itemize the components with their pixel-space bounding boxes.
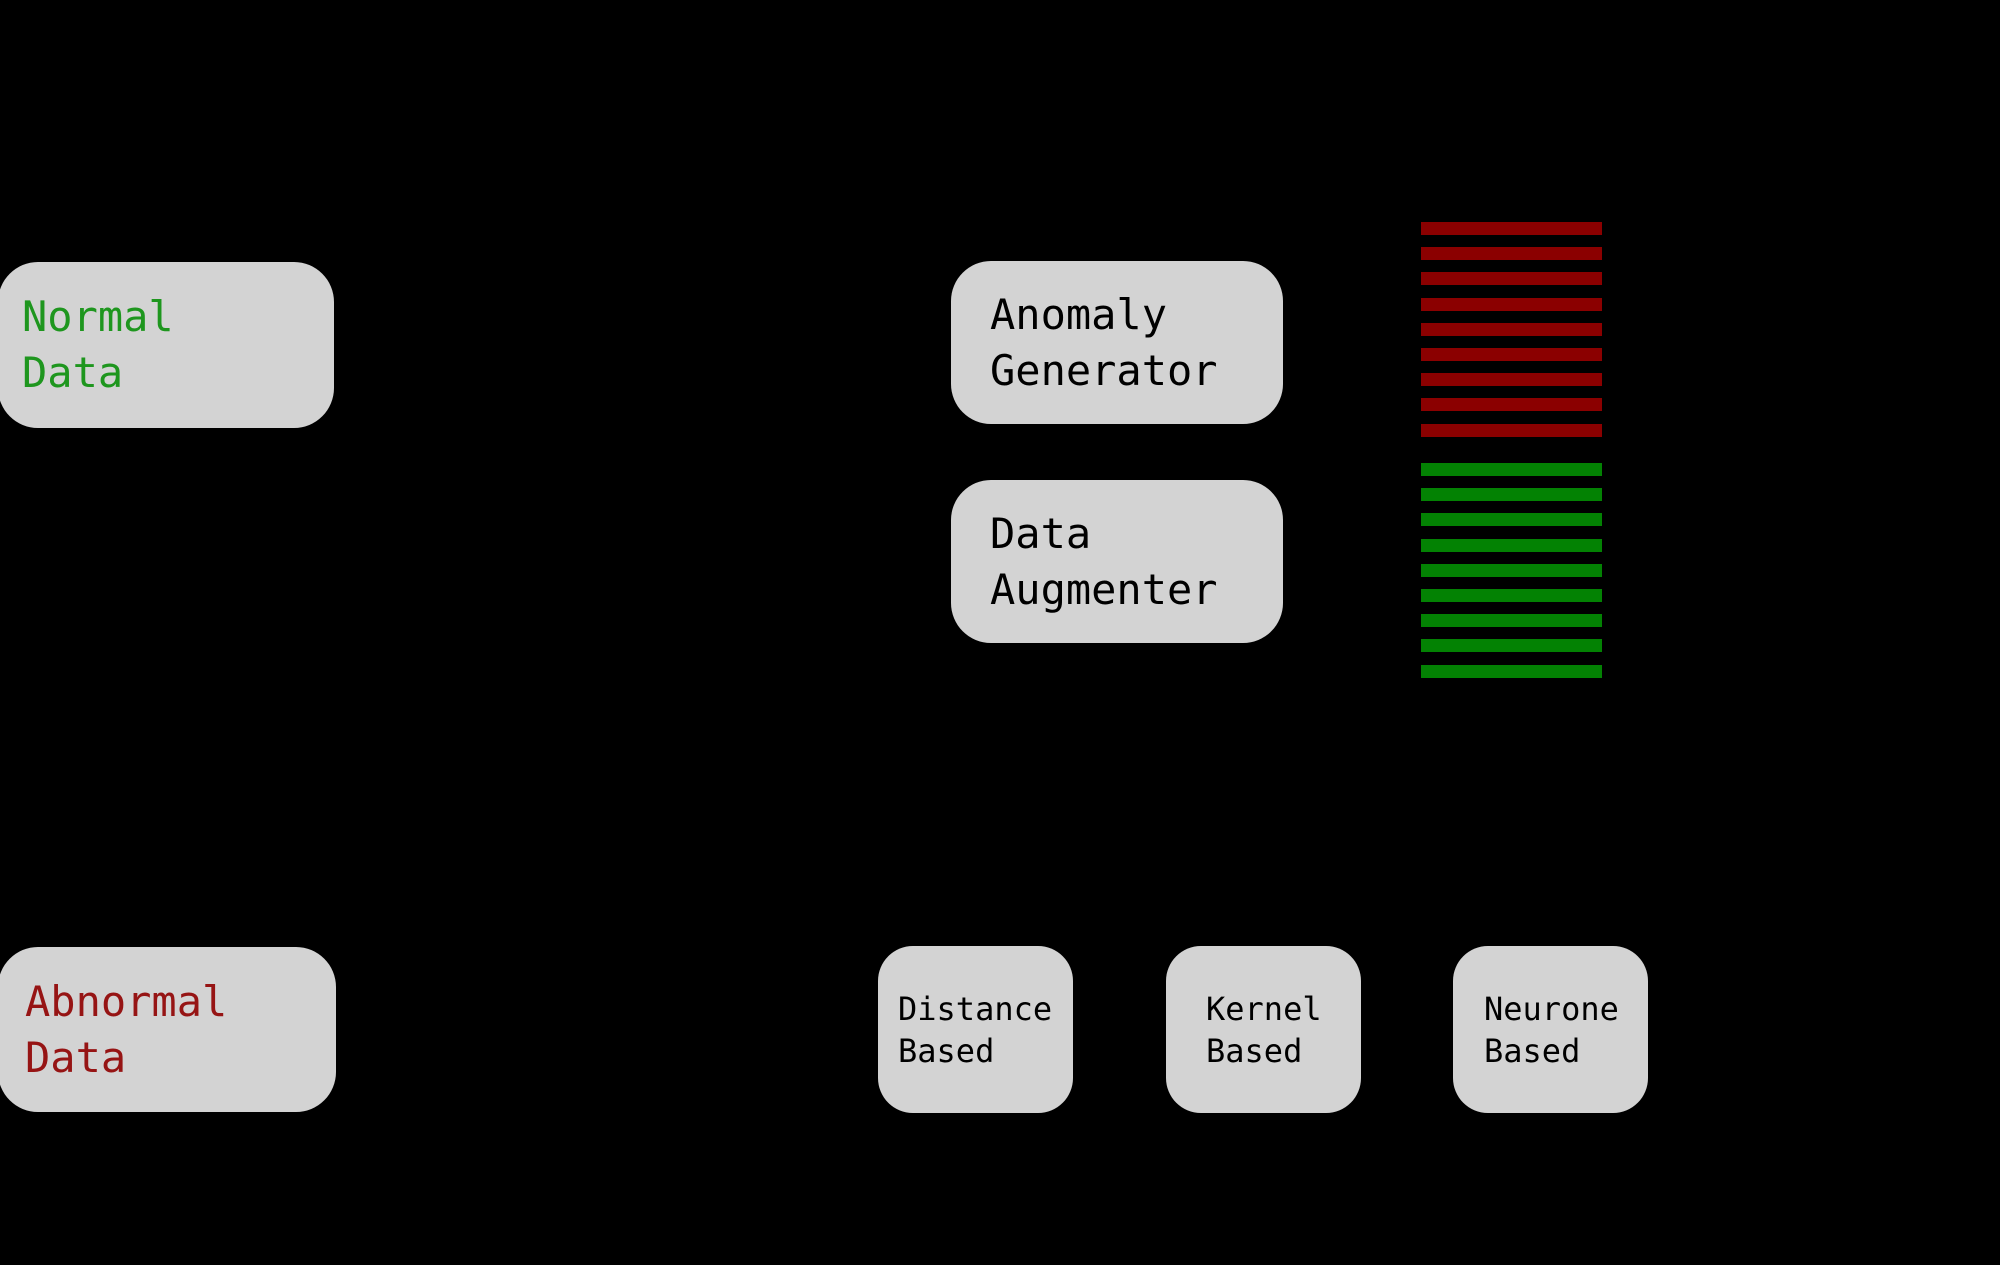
- data-row-stripe: [1421, 222, 1602, 235]
- data-row-stripe: [1421, 513, 1602, 527]
- neurone-based-label-line1: Neurone: [1484, 989, 1619, 1028]
- normal-data-label-line1: Normal: [22, 292, 174, 341]
- data-row-stripe: [1421, 322, 1602, 336]
- kernel-based-label-line1: Kernel: [1206, 989, 1322, 1028]
- kernel-based-label-line2: Based: [1206, 1031, 1303, 1070]
- data-row-stripe: [1421, 373, 1602, 387]
- abnormal-data-node: Abnormal Data: [0, 947, 336, 1112]
- data-row-stripe: [1421, 589, 1602, 602]
- data-augmenter-node: Data Augmenter: [951, 480, 1283, 643]
- distance-based-node: Distance Based: [878, 946, 1073, 1113]
- abnormal-data-label-line2: Data: [25, 1032, 127, 1082]
- data-row-stripe: [1421, 297, 1602, 311]
- distance-based-label-line2: Based: [898, 1031, 995, 1070]
- neurone-based-node: Neurone Based: [1453, 946, 1648, 1113]
- data-row-stripe: [1421, 639, 1602, 653]
- data-row-stripe: [1421, 563, 1602, 577]
- normal-data-rows: [1421, 463, 1602, 678]
- data-augmenter-label-line1: Data: [990, 508, 1092, 558]
- anomaly-generator-node: Anomaly Generator: [951, 261, 1283, 424]
- data-row-stripe: [1421, 423, 1602, 437]
- normal-data-label-line2: Data: [22, 348, 124, 397]
- data-row-stripe: [1421, 463, 1602, 476]
- data-row-stripe: [1421, 247, 1602, 261]
- data-row-stripe: [1421, 398, 1602, 412]
- data-row-stripe: [1421, 664, 1602, 678]
- anomaly-generator-label-line2: Generator: [990, 345, 1218, 395]
- data-row-stripe: [1421, 272, 1602, 286]
- abnormal-data-label-line1: Abnormal: [25, 976, 228, 1026]
- data-row-stripe: [1421, 538, 1602, 552]
- kernel-based-node: Kernel Based: [1166, 946, 1361, 1113]
- distance-based-label-line1: Distance: [898, 989, 1053, 1028]
- data-row-stripe: [1421, 488, 1602, 502]
- abnormal-data-rows: [1421, 222, 1602, 437]
- anomaly-generator-label-line1: Anomaly: [990, 289, 1168, 339]
- neurone-based-label-line2: Based: [1484, 1031, 1581, 1070]
- data-row-stripe: [1421, 614, 1602, 628]
- data-augmenter-label-line2: Augmenter: [990, 564, 1218, 614]
- normal-data-node: Normal Data: [0, 262, 334, 428]
- data-row-stripe: [1421, 348, 1602, 361]
